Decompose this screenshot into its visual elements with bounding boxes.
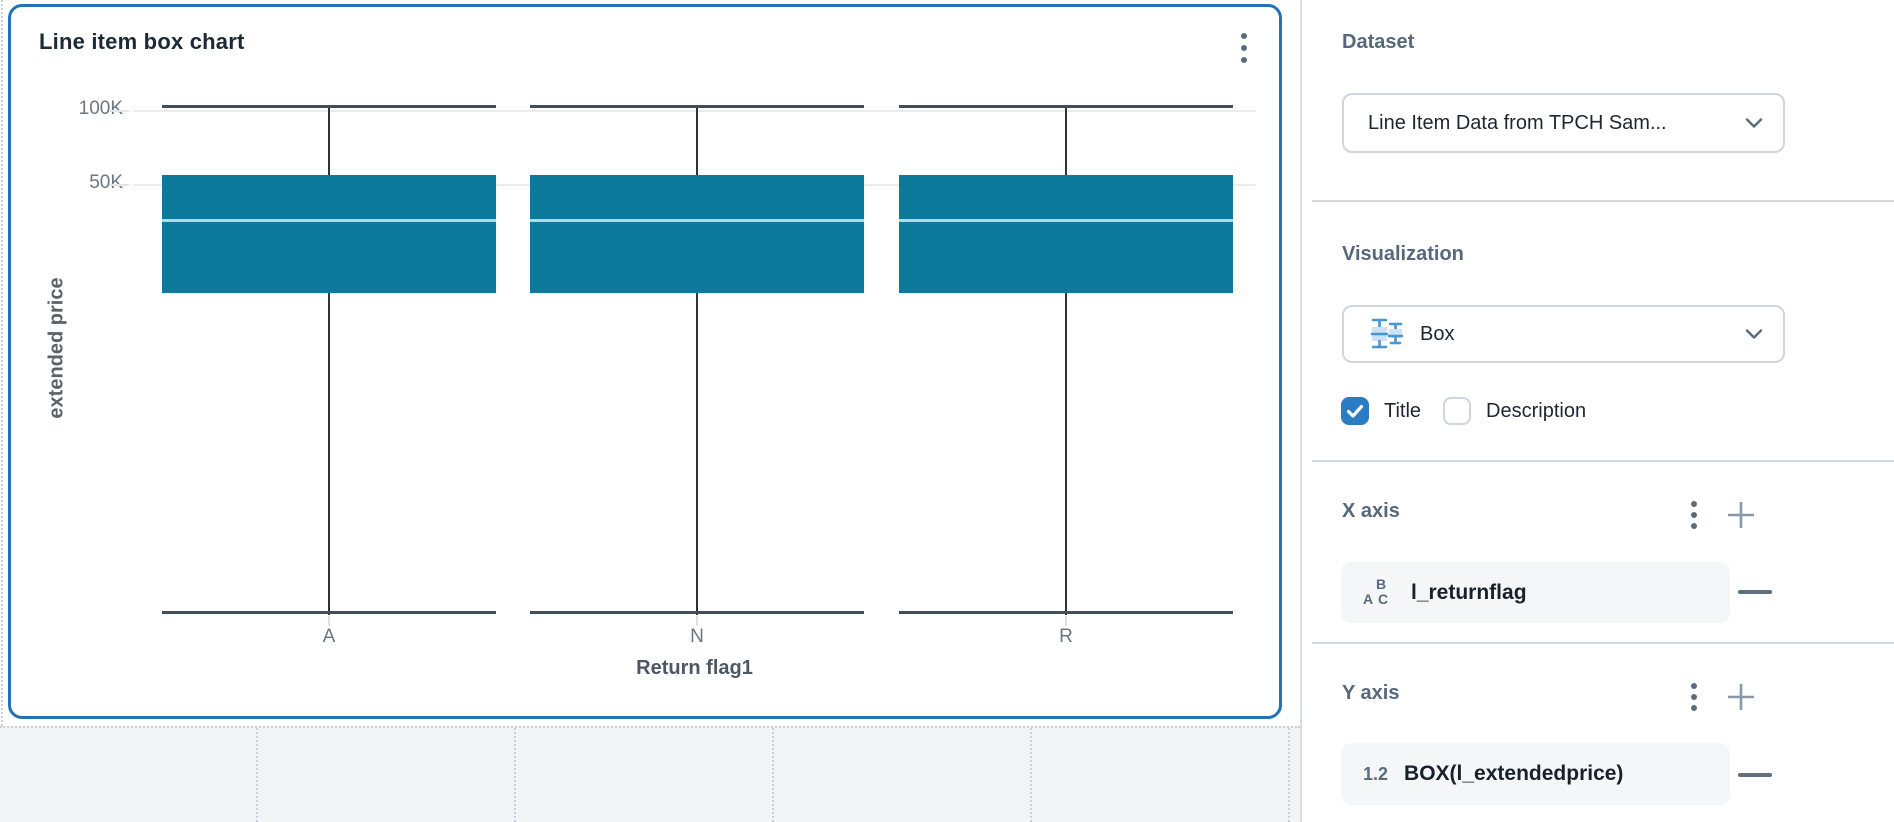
divider xyxy=(1312,642,1894,644)
visualization-heading: Visualization xyxy=(1342,243,1464,265)
kebab-menu-icon[interactable] xyxy=(1234,33,1254,73)
y-tick-mark xyxy=(109,183,129,186)
box-chart: extended price Return flag1 100K 50K A N R xyxy=(11,7,1279,716)
x-tick-label: R xyxy=(1059,626,1073,648)
y-tick-label: 50K xyxy=(89,171,123,193)
canvas-grid-cell xyxy=(258,728,516,822)
y-axis-kebab-icon[interactable] xyxy=(1690,682,1698,712)
x-tick-mark xyxy=(696,616,698,627)
x-tick-label: A xyxy=(322,626,336,648)
number-type-icon: 1.2 xyxy=(1363,763,1389,784)
divider xyxy=(1312,460,1894,462)
x-axis-heading: X axis xyxy=(1342,500,1400,522)
x-axis-kebab-icon[interactable] xyxy=(1690,500,1698,530)
chart-card[interactable]: Line item box chart extended price Retur… xyxy=(8,4,1282,719)
x-axis-add-icon[interactable] xyxy=(1726,500,1756,530)
divider xyxy=(1312,200,1894,202)
x-tick-label: N xyxy=(690,626,704,648)
canvas-grid-cell xyxy=(1032,728,1290,822)
box-plot-icon xyxy=(1370,318,1404,349)
canvas-grid-cell xyxy=(0,728,258,822)
x-tick-mark xyxy=(1065,616,1067,627)
canvas-grid-row xyxy=(0,726,1300,822)
y-axis-field-pill[interactable]: 1.2 BOX(l_extendedprice) xyxy=(1341,743,1730,805)
whisker-line xyxy=(1065,105,1067,616)
x-axis-title: Return flag1 xyxy=(636,657,753,679)
dataset-value: Line Item Data from TPCH Sam... xyxy=(1368,111,1667,134)
max-whisker-cap xyxy=(530,104,864,108)
description-checkbox[interactable] xyxy=(1443,397,1472,425)
box-plot-column: R xyxy=(899,7,1233,707)
y-tick-label: 100K xyxy=(78,98,123,119)
x-tick-mark xyxy=(328,616,330,627)
visualization-value: Box xyxy=(1420,322,1455,345)
iqr-box xyxy=(530,174,864,294)
box-plot-column: N xyxy=(530,7,864,707)
chart-title: Line item box chart xyxy=(39,29,245,54)
x-axis-remove-icon[interactable] xyxy=(1738,590,1772,594)
title-checkbox[interactable] xyxy=(1341,397,1369,425)
chevron-down-icon xyxy=(1745,329,1763,339)
whisker-line xyxy=(328,105,330,616)
title-checkbox-label: Title xyxy=(1384,399,1422,422)
max-whisker-cap xyxy=(899,104,1233,108)
dataset-dropdown[interactable]: Line Item Data from TPCH Sam... xyxy=(1342,93,1785,153)
median-line xyxy=(162,218,496,222)
visualization-dropdown[interactable]: Box xyxy=(1342,305,1785,363)
y-gridline xyxy=(133,110,1256,112)
canvas-grid-edge xyxy=(1,0,3,822)
whisker-line xyxy=(696,105,698,616)
y-tick-mark xyxy=(109,110,129,112)
box-plot-column: A xyxy=(162,7,496,707)
y-axis-title: extended price xyxy=(45,277,68,419)
x-axis-field-label: l_returnflag xyxy=(1411,580,1527,604)
y-axis-field-label: BOX(l_extendedprice) xyxy=(1404,762,1624,785)
config-panel: Dataset Line Item Data from TPCH Sam... … xyxy=(1300,0,1894,822)
min-whisker-cap xyxy=(899,611,1233,615)
min-whisker-cap xyxy=(162,611,496,615)
check-icon xyxy=(1347,404,1363,418)
y-axis-add-icon[interactable] xyxy=(1726,682,1756,712)
max-whisker-cap xyxy=(162,104,496,108)
dataset-heading: Dataset xyxy=(1342,31,1415,53)
y-axis-remove-icon[interactable] xyxy=(1738,773,1772,777)
iqr-box xyxy=(162,174,496,294)
median-line xyxy=(530,218,864,222)
y-axis-heading: Y axis xyxy=(1342,682,1400,704)
chevron-down-icon xyxy=(1745,118,1763,128)
description-checkbox-label: Description xyxy=(1486,399,1587,422)
canvas-grid-cell xyxy=(774,728,1032,822)
iqr-box xyxy=(899,174,1233,294)
canvas-grid-cell xyxy=(516,728,774,822)
median-line xyxy=(899,218,1233,222)
min-whisker-cap xyxy=(530,611,864,615)
